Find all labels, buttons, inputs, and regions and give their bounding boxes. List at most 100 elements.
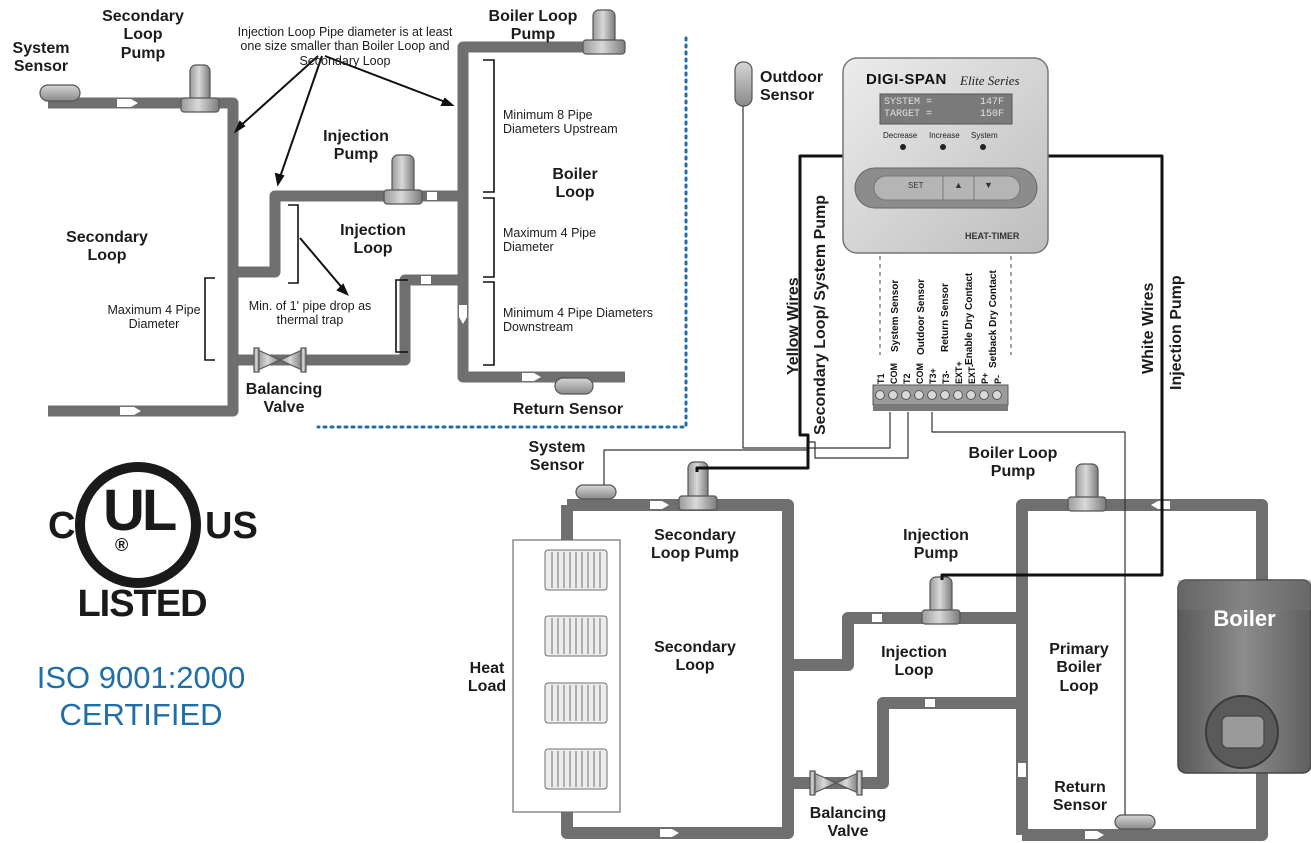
terminal-t2: T2 — [902, 373, 912, 384]
terminal-ext-minus: EXT- — [967, 363, 977, 384]
ul-logo — [75, 462, 201, 588]
terminal-p-plus: P+ — [980, 372, 990, 384]
top-injection-pump — [383, 154, 423, 205]
group-system-sensor: System Sensor — [890, 279, 901, 352]
injection-pump-wire — [940, 154, 1164, 580]
max-4-pipe-left-note: Maximum 4 Pipe Diameter — [107, 303, 201, 332]
display-line2-label: TARGET = — [884, 109, 933, 120]
white-wires-label: White Wires — [1140, 282, 1157, 374]
min-8-upstream-note: Minimum 8 Pipe Diameters Upstream — [503, 108, 618, 137]
bottom-balancing-valve — [809, 770, 863, 796]
ul-us: US — [205, 505, 258, 547]
heat-load-label: Heat Load — [467, 660, 507, 696]
bottom-injection-pump — [921, 576, 961, 625]
top-boiler-pump-label: Boiler Loop Pump — [488, 8, 578, 44]
display-line1-label: SYSTEM = — [884, 97, 933, 108]
terminal-com2: COM — [915, 363, 925, 384]
iso-line2: CERTIFIED — [59, 697, 223, 732]
top-injection-supply-pipe — [233, 190, 463, 278]
top-injection-pump-label: Injection Pump — [323, 128, 389, 164]
bottom-system-sensor-label: System Sensor — [528, 439, 586, 475]
controller-series: Elite Series — [960, 73, 1020, 88]
bottom-injection-pump-label: Injection Pump — [903, 527, 969, 563]
terminal-strip — [872, 384, 1009, 411]
bottom-secondary-loop-label: Secondary Loop — [654, 639, 736, 675]
top-secondary-loop-label: Secondary Loop — [66, 229, 148, 265]
outdoor-sensor — [734, 61, 753, 107]
led-decrease-label: Decrease — [883, 131, 918, 140]
display-line1-value: 147F — [980, 97, 1005, 108]
bottom-boiler-pump-label: Boiler Loop Pump — [968, 445, 1058, 481]
outdoor-sensor-wire — [742, 106, 891, 449]
ul-listed: LISTED — [77, 583, 207, 625]
bottom-injection-loop-label: Injection Loop — [881, 644, 947, 680]
top-balancing-valve — [253, 347, 307, 373]
heat-timer-logo: HEAT-TIMER — [965, 231, 1020, 241]
max-4-pipe-right-note: Maximum 4 Pipe Diameter — [503, 226, 597, 255]
yellow-wires-label: Yellow Wires — [785, 277, 802, 375]
system-sensor-wire — [603, 412, 909, 485]
top-balancing-valve-label: Balancing Valve — [245, 381, 323, 417]
iso-line1: ISO 9001:2000 — [36, 660, 246, 695]
boiler-unit — [1177, 579, 1311, 774]
led-system-label: System — [971, 131, 998, 140]
top-secondary-pump — [180, 64, 220, 113]
top-system-sensor — [39, 84, 81, 102]
top-system-sensor-label: System Sensor — [12, 40, 70, 76]
heat-load-radiators — [512, 539, 621, 813]
bottom-system-sensor — [575, 484, 617, 500]
group-outdoor-sensor: Outdoor Sensor — [916, 278, 927, 355]
group-enable-dry-contact: Enable Dry Contact — [964, 272, 975, 365]
led-increase-label: Increase — [929, 131, 960, 140]
secondary-system-pump-wire-label: Secondary Loop/ System Pump — [812, 194, 829, 435]
top-boiler-pump — [582, 9, 626, 55]
terminal-p-minus: P- — [993, 375, 1003, 384]
primary-boiler-loop-label: Primary Boiler Loop — [1049, 641, 1109, 695]
top-secondary-pump-label: Secondary Loop Pump — [102, 8, 184, 62]
terminal-com1: COM — [889, 363, 899, 384]
controller-body — [842, 57, 1049, 254]
top-boiler-loop-pipe — [457, 41, 625, 383]
group-return-sensor: Return Sensor — [940, 283, 951, 352]
group-setback-dry-contact: Setback Dry Contact — [988, 270, 999, 368]
bottom-flow-arrows — [650, 501, 1170, 839]
top-return-sensor — [554, 377, 594, 395]
top-injection-loop-label: Injection Loop — [340, 222, 406, 258]
controller-brand: DIGI-SPAN — [866, 71, 947, 88]
injection-return-pipe — [788, 697, 1022, 789]
top-injection-return-pipe — [233, 274, 463, 366]
secondary-pump-wire — [695, 154, 843, 472]
ul-c: C — [48, 505, 76, 547]
terminal-t1: T1 — [876, 373, 886, 384]
terminal-ext-plus: EXT+ — [954, 361, 964, 384]
ul-registered: ® — [115, 535, 129, 555]
wires — [603, 106, 1164, 815]
min-4-downstream-note: Minimum 4 Pipe Diameters Downstream — [503, 306, 654, 335]
outdoor-sensor-label: Outdoor Sensor — [760, 69, 824, 105]
boiler-label: Boiler — [1213, 606, 1276, 631]
primary-boiler-loop-pipe — [1016, 499, 1268, 835]
thermal-trap-note: Min. of 1' pipe drop as thermal trap — [248, 299, 372, 328]
down-button[interactable]: ▼ — [984, 180, 993, 190]
bottom-secondary-pump-label: Secondary Loop Pump — [651, 527, 739, 563]
bottom-secondary-pump — [678, 461, 718, 511]
bottom-return-sensor-label: Return Sensor — [1052, 779, 1108, 815]
top-note-arrows — [233, 55, 455, 296]
up-button[interactable]: ▲ — [954, 180, 963, 190]
injection-diameter-note: Injection Loop Pipe diameter is at least… — [237, 25, 453, 68]
bottom-balancing-valve-label: Balancing Valve — [809, 805, 887, 841]
top-boiler-loop-label: Boiler Loop — [552, 166, 598, 202]
top-return-sensor-label: Return Sensor — [512, 401, 624, 418]
bottom-return-sensor — [1114, 814, 1156, 830]
top-flow-arrows — [117, 99, 541, 415]
return-sensor-wire — [931, 412, 1126, 815]
ul-mark: UL — [103, 478, 177, 543]
set-button[interactable]: SET — [908, 181, 924, 190]
display-line2-value: 150F — [980, 109, 1005, 120]
top-brackets — [204, 59, 495, 366]
terminal-t3-plus: T3+ — [928, 368, 938, 384]
terminal-t3-minus: T3- — [941, 370, 951, 385]
bottom-boiler-pump — [1067, 463, 1107, 512]
